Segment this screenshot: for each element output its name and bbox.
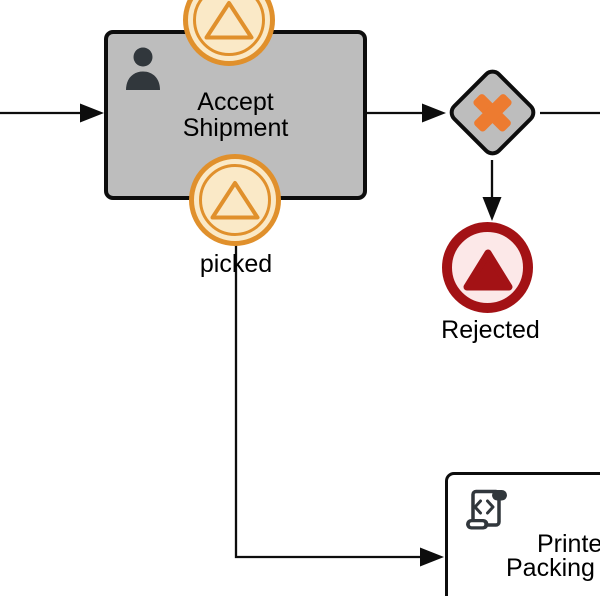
task-label-line2: Packing [506, 554, 595, 582]
task-label-line1: Printe [537, 530, 600, 558]
signal-triangle-icon [463, 249, 512, 290]
arrowhead-icon [420, 547, 444, 567]
flow-picked-to-script-task[interactable] [234, 244, 444, 567]
end-event-rejected[interactable] [442, 222, 533, 313]
boundary-event-signal-picked[interactable] [189, 154, 281, 246]
arrowhead-icon [80, 103, 104, 123]
event-inner-circle [199, 164, 271, 236]
event-inner-circle [193, 0, 265, 56]
end-event-label[interactable]: Rejected [441, 316, 540, 344]
arrowhead-icon [422, 103, 446, 123]
flow-accept-to-gateway[interactable] [367, 103, 446, 123]
task-print-packing[interactable]: Printe Packing [445, 472, 600, 596]
task-label: Accept Shipment [182, 88, 289, 142]
flow-line[interactable] [234, 244, 422, 559]
arrowhead-icon [482, 197, 502, 221]
signal-triangle-icon [210, 181, 260, 220]
flow-into-accept-shipment[interactable] [0, 103, 104, 123]
script-scroll-icon [466, 489, 507, 530]
boundary-event-label[interactable]: picked [199, 250, 273, 278]
user-icon [126, 47, 160, 90]
boundary-event-signal-top[interactable] [183, 0, 275, 66]
flow-gateway-to-rejected[interactable] [482, 160, 502, 221]
signal-triangle-icon [204, 1, 254, 40]
